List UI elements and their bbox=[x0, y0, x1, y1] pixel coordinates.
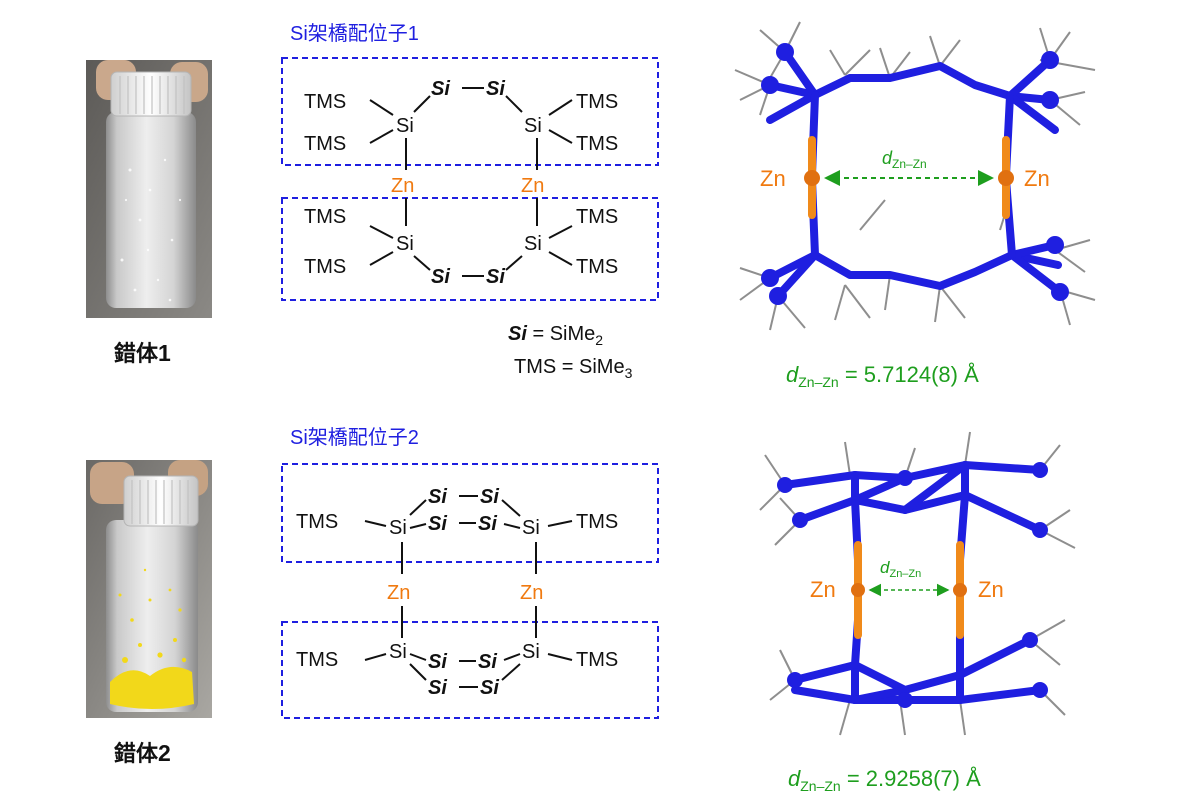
vial-glass bbox=[106, 112, 196, 308]
tms-group: TMS bbox=[304, 206, 346, 228]
ligand-scheme-1: Si架橋配位子1 TMS TMS Si Si Si Si TMS TMS Zn … bbox=[281, 22, 659, 381]
tms-group: TMS bbox=[304, 133, 346, 155]
bridge-si: Si bbox=[428, 651, 447, 673]
cap-ridges bbox=[131, 480, 189, 524]
tms-group: TMS bbox=[296, 649, 338, 671]
zn-label-left: Zn bbox=[810, 577, 836, 602]
crystal-structure-2: Zn Zn dZn–Zn dZn–Zn = 2.9258(7) Å bbox=[759, 431, 1076, 794]
complex-caption-1: 錯体1 bbox=[114, 340, 171, 367]
bridge-si: Si bbox=[480, 677, 499, 699]
bridge-si: Si bbox=[486, 266, 505, 288]
ligand-title: Si架橋配位子1 bbox=[290, 22, 419, 45]
ring-si-atom: Si bbox=[522, 641, 540, 663]
bridge-si: Si bbox=[431, 266, 450, 288]
ligand-box-top bbox=[281, 57, 659, 166]
zn-zn-distance-value: dZn–Zn = 5.7124(8) Å bbox=[786, 362, 979, 390]
vial-photo-1 bbox=[86, 60, 212, 318]
legend-si-line: Si = SiMe2 bbox=[508, 323, 603, 348]
bridge-si: Si bbox=[428, 677, 447, 699]
bridge-si: Si bbox=[431, 78, 450, 100]
vial-cap bbox=[123, 475, 199, 527]
zn-zn-distance-value: dZn–Zn = 2.9258(7) Å bbox=[788, 766, 981, 794]
finger-left bbox=[90, 462, 134, 504]
ligand-box-bottom bbox=[281, 197, 659, 301]
bridge-si: Si bbox=[428, 513, 447, 535]
silicon-atoms bbox=[761, 43, 1069, 305]
ring-si-atom: Si bbox=[389, 641, 407, 663]
silicon-atoms bbox=[777, 462, 1048, 708]
ligand-title: Si架橋配位子2 bbox=[290, 426, 419, 449]
zn-label-left: Zn bbox=[760, 166, 786, 191]
tms-group: TMS bbox=[576, 511, 618, 533]
tms-group: TMS bbox=[576, 256, 618, 278]
tms-group: TMS bbox=[304, 256, 346, 278]
vial-photo-2 bbox=[86, 460, 212, 718]
ring-si-atom: Si bbox=[389, 517, 407, 539]
vial-cap bbox=[110, 71, 192, 117]
ring-si-atom: Si bbox=[524, 115, 542, 137]
distance-arrow-label: dZn–Zn bbox=[880, 558, 921, 580]
tms-group: TMS bbox=[296, 511, 338, 533]
ligand-box-top bbox=[281, 463, 659, 563]
complex-caption-2: 錯体2 bbox=[114, 740, 171, 767]
tms-group: TMS bbox=[576, 133, 618, 155]
ring-si-atom: Si bbox=[396, 233, 414, 255]
zn-atom-left: Zn bbox=[387, 582, 410, 604]
ring-si-atom: Si bbox=[396, 115, 414, 137]
bridge-si: Si bbox=[478, 651, 497, 673]
crystal-structure-1: Zn Zn dZn–Zn dZn–Zn = 5.7124(8) Å bbox=[734, 21, 1096, 390]
zn-label-right: Zn bbox=[1024, 166, 1050, 191]
legend-tms-line: TMS = SiMe3 bbox=[514, 356, 633, 381]
zn-atom-left: Zn bbox=[391, 175, 414, 197]
ligand-box-bottom bbox=[281, 621, 659, 719]
ring-si-atom: Si bbox=[522, 517, 540, 539]
bridge-si: Si bbox=[480, 486, 499, 508]
zn-atom-sphere bbox=[953, 583, 967, 597]
vial-glass bbox=[106, 520, 198, 712]
distance-arrow-label: dZn–Zn bbox=[882, 148, 927, 171]
zn-atom-sphere bbox=[851, 583, 865, 597]
cap-ridges bbox=[119, 76, 185, 114]
tms-group: TMS bbox=[576, 91, 618, 113]
ring-si-atom: Si bbox=[524, 233, 542, 255]
zn-atom-sphere bbox=[998, 170, 1014, 186]
tms-group: TMS bbox=[304, 91, 346, 113]
tms-group: TMS bbox=[576, 206, 618, 228]
zn-atom-right: Zn bbox=[521, 175, 544, 197]
tms-group: TMS bbox=[576, 649, 618, 671]
bridge-si: Si bbox=[428, 486, 447, 508]
zn-atom-sphere bbox=[804, 170, 820, 186]
zn-label-right: Zn bbox=[978, 577, 1004, 602]
zn-atom-right: Zn bbox=[520, 582, 543, 604]
bridge-si: Si bbox=[478, 513, 497, 535]
ligand-scheme-2: Si架橋配位子2 Si Si TMS Si Si Si Si TMS Zn Zn… bbox=[281, 426, 659, 719]
bridge-si: Si bbox=[486, 78, 505, 100]
vial-sparkles bbox=[120, 158, 182, 302]
vial-powder bbox=[110, 568, 194, 709]
